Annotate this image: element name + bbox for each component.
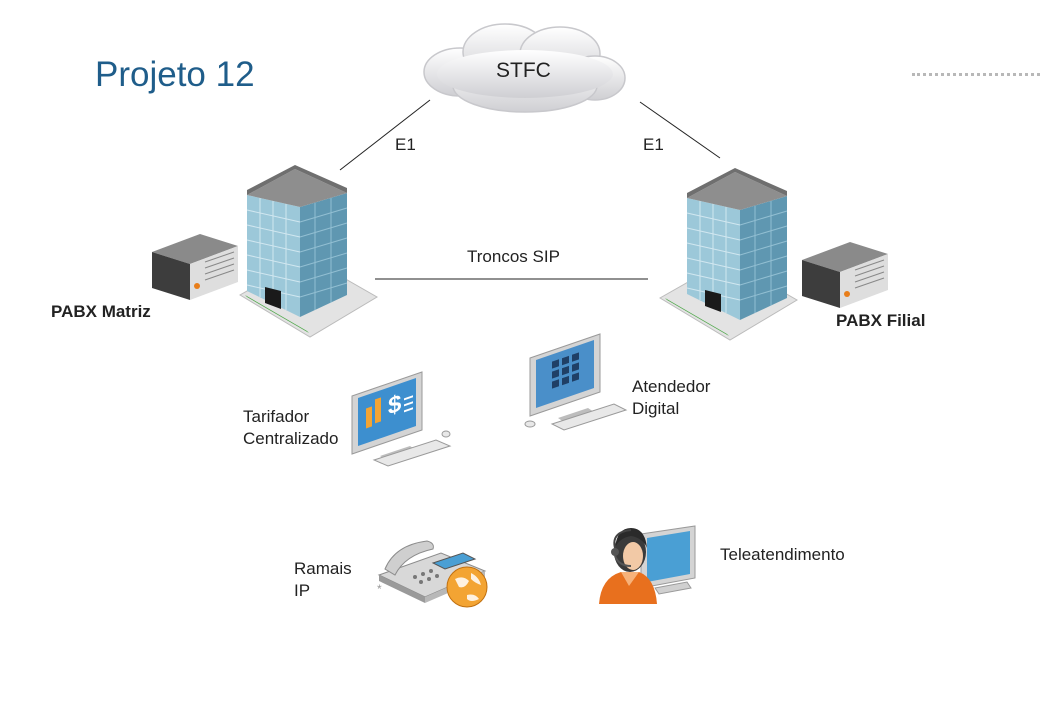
ip-phone-icon: * <box>377 540 488 608</box>
svg-text:$: $ <box>388 390 402 421</box>
cloud-label: STFC <box>496 59 551 82</box>
ivr-computer-icon <box>524 333 628 431</box>
ramais-label-line1: Ramais <box>294 559 352 578</box>
ramais-label-line2: IP <box>294 581 311 600</box>
atendedor-label-line1: Atendedor <box>632 377 711 396</box>
page-title: Projeto 12 <box>95 55 255 94</box>
cloud-icon <box>423 23 626 113</box>
pbx-server-icon <box>802 242 888 308</box>
atendedor-label-line2: Digital <box>632 399 680 418</box>
building-icon <box>659 168 798 341</box>
e1-right-label: E1 <box>643 135 664 154</box>
building-icon <box>239 165 378 338</box>
sip-trunk-label: Troncos SIP <box>467 247 560 266</box>
dotted-divider <box>912 73 1040 76</box>
svg-text:*: * <box>377 582 382 596</box>
e1-link-left <box>339 99 431 171</box>
pabx-matriz-label: PABX Matriz <box>51 302 151 321</box>
billing-computer-icon: $ <box>351 371 452 467</box>
pabx-filial-label: PABX Filial <box>836 311 926 330</box>
e1-left-label: E1 <box>395 135 416 154</box>
tarifador-label-line1: Tarifador <box>243 407 310 426</box>
e1-link-right <box>639 101 721 159</box>
call-center-agent-icon <box>599 525 696 604</box>
tarifador-label-line2: Centralizado <box>243 429 339 448</box>
pbx-server-icon <box>152 234 238 300</box>
teleatendimento-label: Teleatendimento <box>720 545 845 564</box>
